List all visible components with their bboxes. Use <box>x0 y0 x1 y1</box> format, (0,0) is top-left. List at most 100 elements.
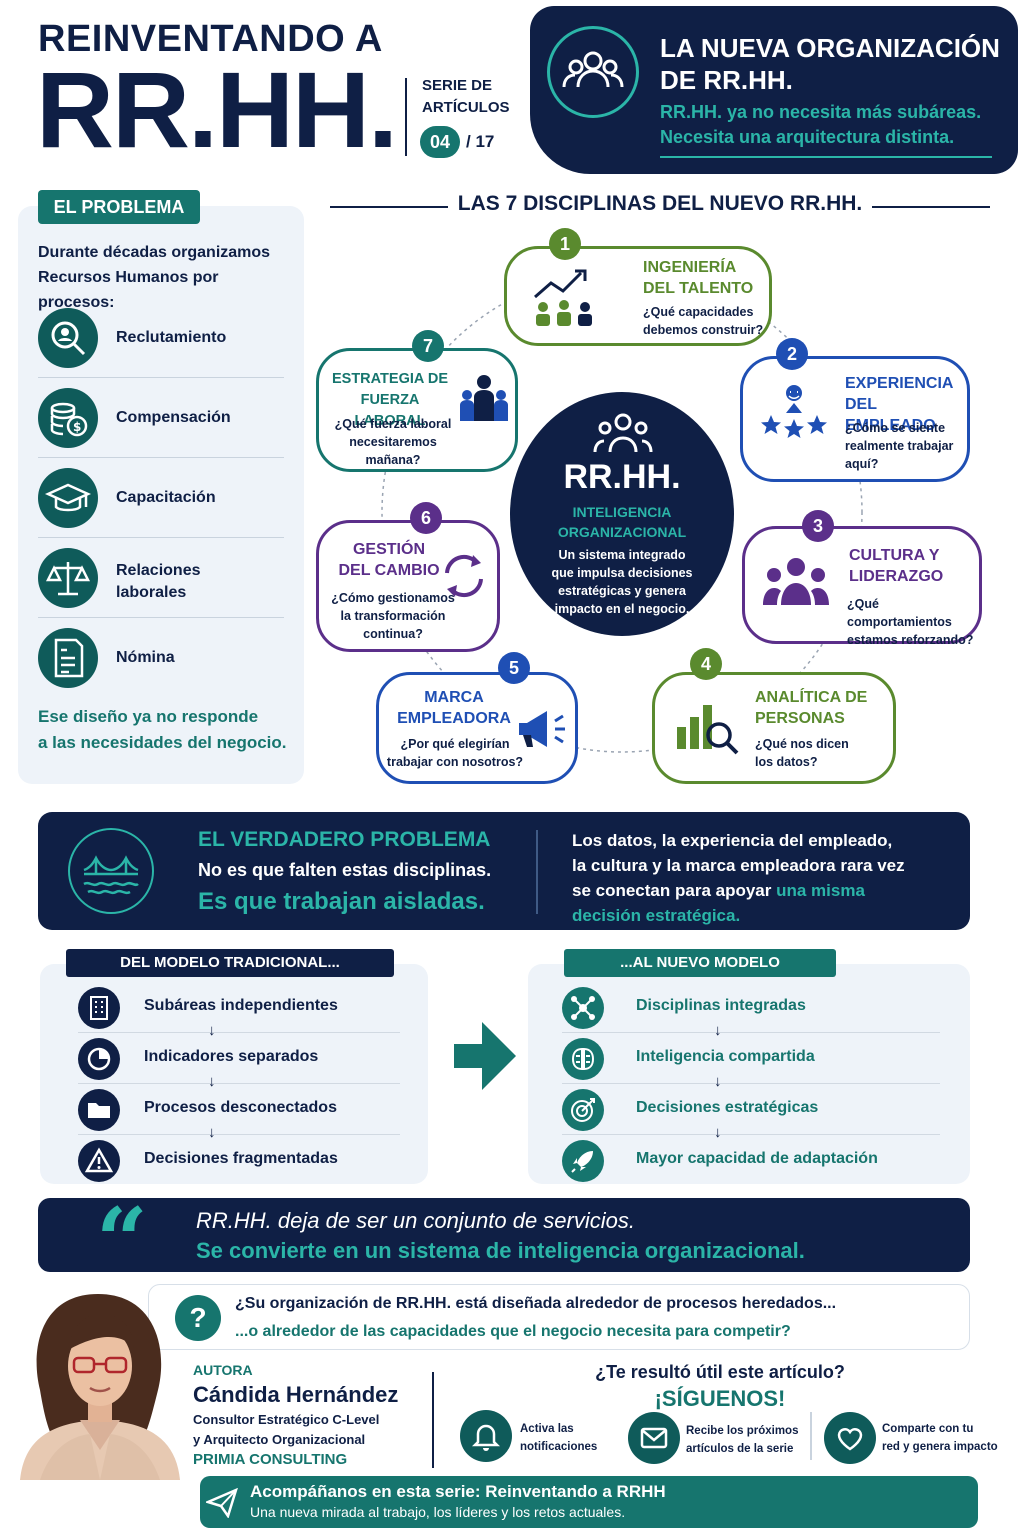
follow-question: ¿Te resultó útil este artículo? <box>595 1362 845 1382</box>
employee-stars-icon <box>759 381 829 452</box>
center-subtitle: INTELIGENCIA ORGANIZACIONAL <box>510 502 734 542</box>
follow-share-label-line1: Comparte con tu <box>882 1423 974 1435</box>
heart-icon <box>824 1412 876 1464</box>
disciplines-title: LAS 7 DISCIPLINAS DEL NUEVO RR.HH. <box>330 192 990 222</box>
question-mark-icon: ? <box>175 1295 221 1341</box>
mail-icon <box>628 1412 680 1464</box>
list-item: Indicadores separados <box>78 1033 400 1084</box>
center-description-line1: Un sistema integrado <box>558 548 686 562</box>
real-problem-line1: No es que falten estas disciplinas. <box>198 860 492 880</box>
header-box-subtitle: RR.HH. ya no necesita más subáreas. Nece… <box>660 100 981 150</box>
header-kicker: REINVENTANDO A <box>38 18 383 60</box>
discipline-3-title-line2: LIDERAZGO <box>849 568 944 585</box>
discipline-7-title-line2: FUERZA LABORAL <box>354 392 426 429</box>
list-item: Disciplinas integradas <box>562 982 940 1033</box>
article-number-badge: 04 <box>420 126 460 158</box>
discipline-7-title: ESTRATEGIA DE FUERZA LABORAL <box>325 369 455 432</box>
footer-line2: Una nueva mirada al trabajo, los líderes… <box>250 1504 626 1520</box>
down-arrow-icon: ↓ <box>714 1022 722 1039</box>
brain-icon <box>562 1038 604 1080</box>
discipline-5-question: ¿Por qué elegirían trabajar con nosotros… <box>385 735 525 771</box>
discipline-7-question-line3: mañana? <box>365 453 421 467</box>
list-item-label: Procesos desconectados <box>144 1099 337 1116</box>
discipline-5-title-line1: MARCA <box>424 689 484 706</box>
author-divider <box>432 1372 434 1468</box>
problem-conclusion-line2: a las necesidades del negocio. <box>38 733 287 752</box>
author-label: AUTORA <box>193 1362 253 1378</box>
discipline-7-question-line1: ¿Qué fuerza laboral <box>334 417 452 431</box>
author-role: Consultor Estratégico C-Level y Arquitec… <box>193 1410 379 1450</box>
discipline-2-number: 2 <box>776 338 808 370</box>
network-nodes-icon <box>562 987 604 1029</box>
discipline-7-question: ¿Qué fuerza laboral necesitaremos mañana… <box>319 415 467 469</box>
list-item: Inteligencia compartida <box>562 1033 940 1084</box>
real-problem-explanation-line4: decisión estratégica. <box>572 906 741 925</box>
center-subtitle-line1: INTELIGENCIA <box>572 504 672 520</box>
question-box: ? ¿Su organización de RR.HH. está diseña… <box>148 1284 970 1350</box>
discipline-4-question-line1: ¿Qué nos dicen <box>755 737 849 751</box>
discipline-3-question-line2: estamos reforzando? <box>847 633 974 647</box>
problem-intro-line2: Recursos Humanos por procesos: <box>38 269 219 311</box>
process-item-capacitacion: Capacitación <box>38 458 284 538</box>
coins-icon: $ <box>38 388 98 448</box>
follow-subscribe-button[interactable]: Recibe los próximos artículos de la seri… <box>628 1410 808 1464</box>
list-item-label: Mayor capacidad de adaptación <box>636 1150 878 1167</box>
megaphone-icon <box>515 707 571 756</box>
list-item-label: Subáreas independientes <box>144 997 338 1014</box>
follow-subscribe-label: Recibe los próximos artículos de la seri… <box>686 1422 798 1458</box>
center-title: RR.HH. <box>563 458 681 496</box>
discipline-1-number: 1 <box>549 228 581 260</box>
process-item-relaciones-laborales: Relaciones laborales <box>38 538 284 618</box>
real-problem-explanation: Los datos, la experiencia del empleado, … <box>572 828 905 928</box>
down-arrow-icon: ↓ <box>714 1124 722 1141</box>
discipline-7-card: ESTRATEGIA DE FUERZA LABORAL ¿Qué fuerza… <box>316 348 518 472</box>
process-item-nomina: Nómina <box>38 618 284 698</box>
discipline-1-title-line2: DEL TALENTO <box>643 280 754 297</box>
real-problem-explanation-line3: se conectan para apoyar una misma <box>572 878 905 903</box>
discipline-4-question: ¿Qué nos dicen los datos? <box>755 735 849 771</box>
warning-icon <box>78 1140 120 1182</box>
quote-mark-icon: “ <box>96 1188 148 1294</box>
new-model-list: Disciplinas integradas ↓ Inteligencia co… <box>562 982 940 1182</box>
down-arrow-icon: ↓ <box>208 1073 216 1090</box>
analytics-magnifier-icon <box>675 697 745 768</box>
discipline-5-card: MARCA EMPLEADORA ¿Por qué elegirían trab… <box>376 672 578 784</box>
process-label-line2: laborales <box>116 584 187 601</box>
discipline-2-question: ¿Cómo se siente realmente trabajar aquí? <box>845 419 953 473</box>
discipline-6-title-line2: DEL CAMBIO <box>338 562 440 579</box>
discipline-5-question-line2: trabajar con nosotros? <box>386 755 524 769</box>
pie-chart-icon <box>78 1038 120 1080</box>
rocket-icon <box>562 1140 604 1182</box>
quote-line2: Se convierte en un sistema de inteligenc… <box>196 1238 805 1263</box>
question-line2: ...o alrededor de las capacidades que el… <box>235 1323 791 1340</box>
real-problem-explanation-line1: Los datos, la experiencia del empleado, <box>572 831 893 850</box>
refresh-cycle-icon <box>437 549 491 608</box>
list-item-label: Disciplinas integradas <box>636 997 806 1014</box>
discipline-5-number: 5 <box>498 652 530 684</box>
author-company: PRIMIA CONSULTING <box>193 1451 348 1468</box>
real-problem-line2: Es que trabajan aisladas. <box>198 888 485 915</box>
building-icon <box>78 987 120 1029</box>
magnifier-person-icon <box>38 308 98 368</box>
process-label-line1: Relaciones <box>116 562 201 579</box>
team-icon <box>547 26 639 118</box>
problem-intro-line1: Durante décadas organizamos <box>38 244 271 261</box>
discipline-2-title-line2: DEL EMPLEADO <box>845 396 936 434</box>
discipline-6-card: GESTIÓN DEL CAMBIO ¿Cómo gestionamos la … <box>316 520 500 652</box>
discipline-5-title-line2: EMPLEADORA <box>397 710 511 727</box>
discipline-1-question-line1: ¿Qué capacidades <box>643 305 754 319</box>
follow-notifications-button[interactable]: Activa las notificaciones <box>460 1410 610 1464</box>
discipline-2-question-line3: aquí? <box>845 457 879 471</box>
center-description-line4: impacto en el negocio. <box>554 602 690 616</box>
discipline-4-card: ANALÍTICA DE PERSONAS ¿Qué nos dicen los… <box>652 672 896 784</box>
svg-text:$: $ <box>73 420 81 434</box>
discipline-7-title-line1: ESTRATEGIA DE <box>331 371 448 387</box>
discipline-6-title: GESTIÓN DEL CAMBIO <box>319 539 459 581</box>
author-portrait <box>10 1280 190 1485</box>
follow-share-button[interactable]: Comparte con tu red y genera impacto <box>824 1410 1004 1464</box>
discipline-2-question-line1: ¿Cómo se siente <box>845 421 946 435</box>
real-problem-highlight: una misma <box>776 881 865 900</box>
follow-subscribe-label-line1: Recibe los próximos <box>686 1425 799 1437</box>
article-total: / 17 <box>466 132 495 151</box>
discipline-4-title: ANALÍTICA DE PERSONAS <box>755 687 867 729</box>
